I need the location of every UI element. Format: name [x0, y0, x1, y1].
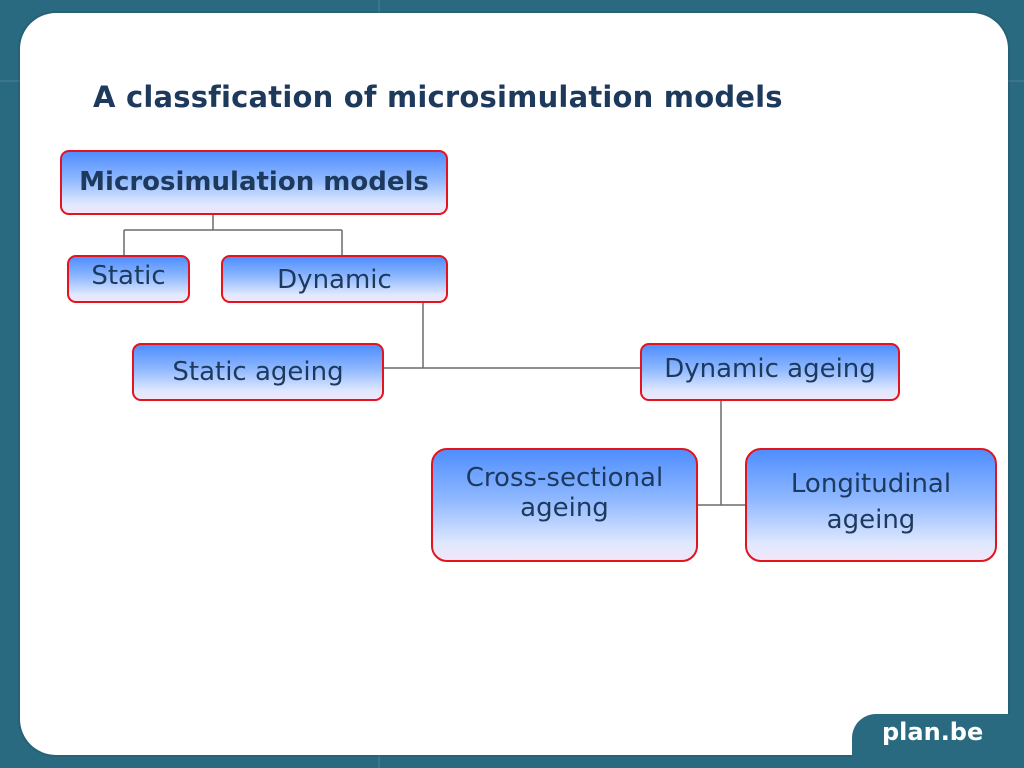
node-microsimulation-models: Microsimulation models [60, 150, 448, 215]
node-static: Static [67, 255, 190, 303]
node-longitudinal-ageing-label: Longitudinal ageing [790, 468, 952, 535]
node-static-ageing: Static ageing [132, 343, 384, 401]
footer-logo-text: plan.be [882, 718, 984, 746]
slide-title: A classfication of microsimulation model… [93, 80, 783, 114]
node-dynamic-ageing: Dynamic ageing [640, 343, 900, 401]
node-dynamic: Dynamic [221, 255, 448, 303]
node-longitudinal-ageing: Longitudinal ageing [745, 448, 997, 562]
node-cross-sectional-ageing: Cross-sectional ageing [431, 448, 698, 562]
node-cross-sectional-ageing-label: Cross-sectional ageing [465, 462, 664, 523]
footer-tab [852, 714, 1024, 768]
